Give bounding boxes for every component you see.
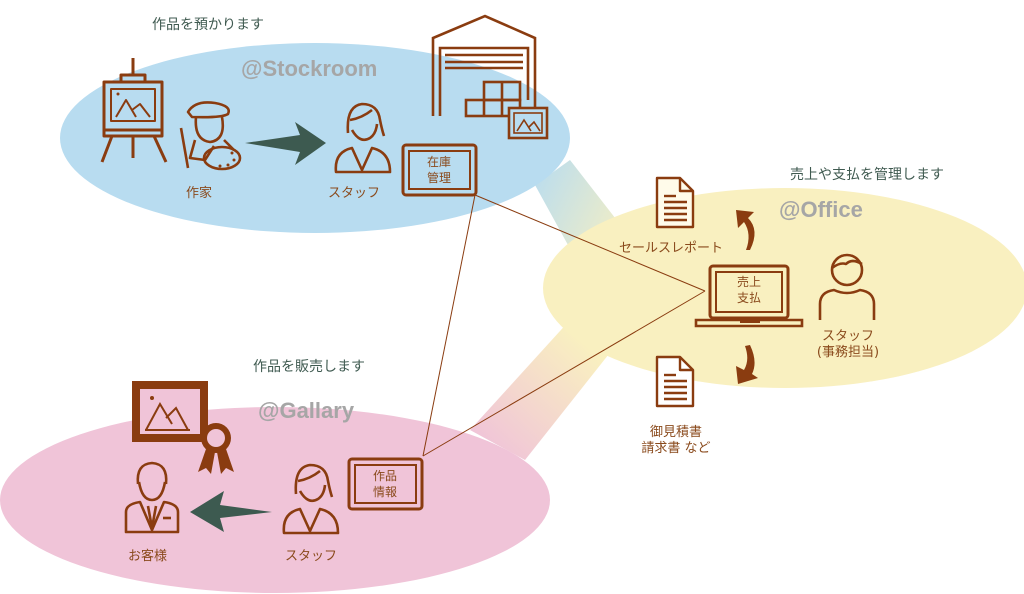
customer-icon	[124, 461, 180, 534]
office-staff-label-line1: スタッフ	[821, 329, 874, 344]
documents-label-line1: 御見積書	[649, 425, 702, 440]
stockroom-caption: 作品を預かります	[152, 17, 264, 33]
stockroom-staff-label: スタッフ	[328, 186, 381, 201]
customer-label: お客様	[128, 549, 168, 564]
sales-report-document-icon	[655, 176, 695, 229]
curved-arrow-down-icon	[736, 345, 758, 384]
link-stock-to-gallery	[422, 194, 476, 457]
office-zone-label: @Office	[779, 197, 863, 222]
sales-report-label: セールスレポート	[619, 241, 724, 256]
gallery-zone-label: @Gallary	[258, 398, 355, 423]
inventory-box-line2: 管理	[426, 171, 451, 185]
certificate-painting-icon	[132, 381, 234, 474]
documents-label-line2: 請求書 など	[641, 441, 711, 456]
inventory-box-line1: 在庫	[426, 155, 451, 169]
office-staff-icon	[818, 253, 876, 320]
invoice-document-icon	[655, 355, 695, 408]
curved-arrow-up-icon	[736, 210, 755, 250]
product-info-box-text: 作品 情報	[357, 468, 413, 500]
stockroom-zone-label: @Stockroom	[241, 56, 378, 81]
gallery-caption: 作品を販売します	[253, 359, 365, 375]
warehouse-icon	[431, 14, 537, 118]
arrow-left-icon	[190, 491, 272, 532]
product-info-box-line1: 作品	[372, 469, 397, 483]
gallery-zone	[0, 407, 550, 593]
laptop-screen-line1: 売上	[736, 275, 761, 289]
beam-gallery-office	[470, 320, 620, 460]
office-zone	[543, 188, 1024, 388]
link-gallery-to-office	[422, 290, 706, 457]
laptop-screen-line2: 支払	[736, 291, 761, 305]
office-staff-label: スタッフ (事務担当)	[810, 329, 886, 361]
artist-label: 作家	[186, 186, 213, 201]
link-stock-to-office	[474, 194, 706, 292]
laptop-screen-text: 売上 支払	[721, 274, 777, 306]
gallery-staff-label: スタッフ	[285, 549, 338, 564]
product-info-tablet-icon	[347, 457, 424, 511]
easel-icon	[100, 58, 168, 163]
staff-female-icon	[334, 102, 392, 174]
artist-icon	[179, 101, 242, 171]
framed-painting-icon	[507, 106, 549, 140]
gallery-staff-icon	[282, 463, 340, 535]
inventory-tablet-icon	[401, 143, 478, 197]
documents-label: 御見積書 請求書 など	[634, 425, 718, 457]
product-info-box-line2: 情報	[372, 485, 397, 499]
office-caption: 売上や支払を管理します	[790, 167, 944, 183]
arrow-right-icon	[245, 122, 326, 165]
inventory-box-text: 在庫 管理	[411, 154, 467, 186]
laptop-icon	[694, 264, 804, 328]
office-staff-label-line2: (事務担当)	[816, 345, 880, 360]
